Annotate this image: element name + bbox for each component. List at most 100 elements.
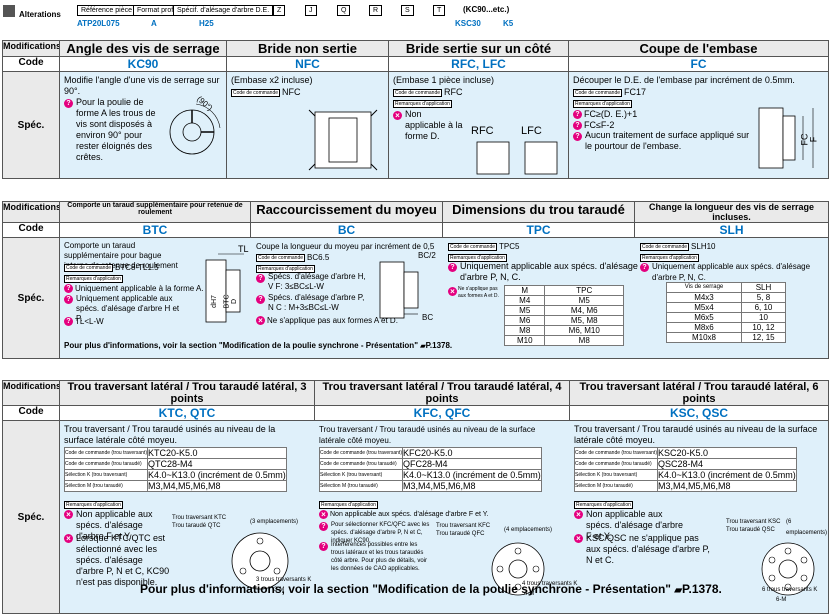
fc-n2: ?FC≤F-2 bbox=[573, 120, 614, 131]
kfc-codes: Code de commande (trou traversant)KFC20-… bbox=[319, 447, 542, 492]
ktc-diagram bbox=[231, 532, 289, 590]
kfc-n2-icon: ? bbox=[319, 521, 330, 532]
ktc-f2: Trou taraudé QTC bbox=[172, 523, 221, 529]
ktc-n1: Non applicable aux spécs. d'alésage d'ar… bbox=[76, 509, 153, 541]
fc-n1: ?FC≥(D. E.)+1 bbox=[573, 109, 637, 120]
ksc-n1-icon: × bbox=[574, 509, 585, 520]
btc-n2: Uniquement applicable aux spécs. d'alésa… bbox=[76, 294, 180, 323]
bc-n1: Spécs. d'alésage d'arbre H, V F: 3≤BC≤L-… bbox=[268, 272, 366, 291]
example-ksc: KSC30 bbox=[455, 19, 481, 28]
lfc-label: LFC bbox=[521, 125, 542, 137]
ktc-rem: Remarques d'application bbox=[64, 500, 123, 509]
kfc-n1: ×Non applicable aux spécs. d'alésage d'a… bbox=[319, 509, 488, 520]
btc-d: dH7 bbox=[210, 295, 218, 308]
header-box-bore: Spécif. d'alésage d'arbre D.E. bbox=[173, 4, 274, 16]
alterations-title: Alterations bbox=[19, 10, 61, 19]
spec-kc90: Modifie l'angle d'une vis de serrage sur… bbox=[59, 71, 227, 179]
spec-row-2: Comporte un taraud supplémentaire pour b… bbox=[59, 237, 829, 359]
btc-n3: ?TL<L-W bbox=[64, 316, 104, 327]
bc-rem: Remarques d'application bbox=[256, 264, 315, 273]
title-fc: Coupe de l'embase bbox=[568, 40, 829, 57]
title-ksc: Trou traversant latéral / Trou taraudé l… bbox=[569, 380, 829, 406]
ksc-f3: (6 emplacements) bbox=[786, 519, 828, 536]
bc-lbl: BC bbox=[422, 313, 434, 322]
kfc-intro: Trou traversant / Trou taraudé usinés au… bbox=[319, 425, 536, 445]
btc-n2-icon: ? bbox=[64, 294, 75, 305]
spec-rfc: (Embase 1 pièce incluse) Code de command… bbox=[388, 71, 569, 179]
code-kfc: KFC, QFC bbox=[314, 405, 570, 421]
btc-rem: Remarques d'application bbox=[64, 274, 123, 283]
ktc-f3: (3 emplacements) bbox=[250, 519, 299, 525]
bc-half: BC/2 bbox=[418, 251, 436, 260]
btc-n1: ?Uniquement applicable à la forme A. bbox=[64, 283, 204, 294]
bc-n3: ×Ne s'applique pas aux formes A et D. bbox=[256, 315, 398, 326]
rfc-diagram bbox=[476, 141, 558, 175]
rfc-label: RFC bbox=[471, 125, 494, 137]
ksc-f5: 6-M bbox=[776, 597, 787, 603]
ksc-n2-icon: × bbox=[574, 533, 585, 544]
ktc-f4: 3 trous traversants K bbox=[256, 577, 312, 583]
alterations-header: Alterations Référence pièce Format profi… bbox=[3, 2, 828, 36]
bc-diagram bbox=[379, 261, 419, 319]
title-btc: Comporte un taraud supplémentaire pour r… bbox=[59, 201, 251, 223]
title-kfc: Trou traversant latéral / Trou taraudé l… bbox=[314, 380, 570, 406]
f-dim: F bbox=[808, 136, 819, 143]
code-rfc: RFC, LFC bbox=[388, 56, 569, 72]
rfc-line1: (Embase 1 pièce incluse) bbox=[393, 75, 495, 85]
slh-n1: Uniquement applicable aux spécs. d'alésa… bbox=[652, 262, 811, 282]
kfc-n2: Pour sélectionner KFC/QFC avec les spécs… bbox=[331, 522, 430, 544]
ktc-n2-icon: × bbox=[64, 533, 75, 544]
tpc-left: Ne s'applique pas aux formes A et D. bbox=[458, 286, 499, 299]
ksc-codes: Code de commande (trou traversant)KSC20-… bbox=[574, 447, 797, 492]
fc-n3: Aucun traitement de surface appliqué sur… bbox=[585, 130, 750, 151]
example-k5: K5 bbox=[503, 19, 514, 28]
code-slh: SLH bbox=[634, 222, 829, 238]
example-format: A bbox=[151, 19, 157, 28]
title-bc: Raccourcissement du moyeu bbox=[250, 201, 443, 223]
tpc-left-icon: × bbox=[448, 286, 459, 297]
ktc-n2: Lorsque KTC/QTC est sélectionné avec les… bbox=[76, 533, 170, 587]
code-label: Code bbox=[2, 222, 60, 238]
modifications-label: Modifications bbox=[2, 201, 60, 223]
kfc-f3: (4 emplacements) bbox=[504, 527, 553, 533]
ksc-f1: Trou traversant KSC bbox=[726, 519, 781, 525]
title-tpc: Dimensions du trou taraudé bbox=[442, 201, 635, 223]
code-nfc: NFC bbox=[226, 56, 389, 72]
kc90-text: Modifie l'angle d'une vis de serrage sur… bbox=[64, 75, 220, 96]
code-btc: BTC bbox=[59, 222, 251, 238]
kfc-diagram bbox=[491, 542, 545, 596]
header-box-j: J bbox=[305, 4, 317, 16]
tpc-rem: Remarques d'application bbox=[448, 253, 507, 262]
kfc-n3: Interférences possibles entre les trous … bbox=[331, 542, 428, 572]
kc90-diagram bbox=[169, 103, 221, 155]
section3-footer: Pour plus d'informations, voir la sectio… bbox=[140, 582, 722, 596]
ksc-rem: Remarques d'application bbox=[574, 500, 633, 509]
title-rfc: Bride sertie sur un côté bbox=[388, 40, 569, 57]
modifications-label: Modifications bbox=[2, 380, 60, 406]
section3-table: Modifications Trou traversant latéral / … bbox=[2, 380, 829, 614]
kfc-n3-icon: ? bbox=[319, 541, 330, 552]
header-box-ref: Référence pièce bbox=[77, 4, 136, 16]
title-nfc: Bride non sertie bbox=[226, 40, 389, 57]
ktc-f5: 3-M bbox=[274, 587, 285, 593]
code-label: Code bbox=[2, 56, 60, 72]
header-box-q: Q bbox=[337, 4, 351, 16]
btc-dd: D bbox=[231, 298, 239, 305]
btc-text: Comporte un taraud supplémentaire pour b… bbox=[64, 241, 178, 270]
ksc-diagram bbox=[761, 542, 815, 596]
ktc-n1-icon: × bbox=[64, 509, 75, 520]
header-box-z: Z bbox=[273, 4, 286, 16]
modifications-label: Modifications bbox=[2, 40, 60, 57]
fc-rem-tag: Remarques d'application bbox=[573, 99, 632, 108]
fc-n3-icon: ? bbox=[573, 131, 584, 142]
kc90-note: Pour la poulie de forme A les trous de v… bbox=[76, 97, 156, 162]
btc-diagram bbox=[205, 253, 244, 323]
fc-diagram bbox=[758, 107, 814, 169]
ksc-f4: 6 trous traversants K bbox=[762, 587, 818, 593]
title-kc90: Angle des vis de serrage bbox=[59, 40, 227, 57]
